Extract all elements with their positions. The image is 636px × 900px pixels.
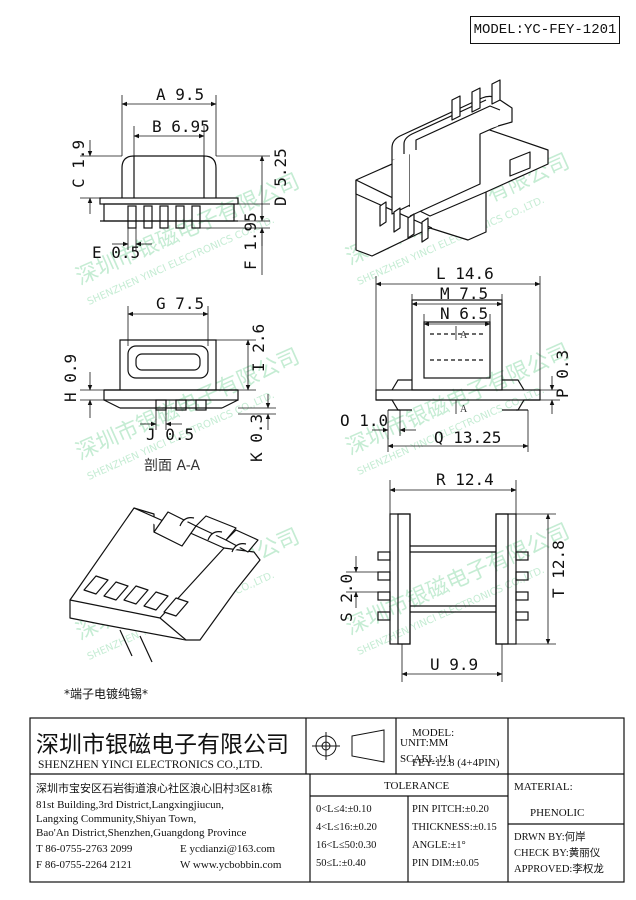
drawn-by: DRWN BY:何岸 bbox=[514, 830, 586, 843]
dimension-j-label: J 0.5 bbox=[146, 425, 194, 444]
model-value: FEY-12.8 (4+4PIN) bbox=[412, 757, 500, 769]
approved-by: APPROVED:李权龙 bbox=[514, 862, 604, 875]
isometric-view-top bbox=[355, 79, 549, 257]
address-en-line3: Bao'An District,Shenzhen,Guangdong Provi… bbox=[36, 827, 246, 839]
tolerance-row-1-right: PIN PITCH:±0.20 bbox=[412, 804, 489, 815]
fax-number: F 86-0755-2264 2121 bbox=[36, 859, 132, 871]
front-view bbox=[99, 155, 239, 229]
tolerance-label: TOLERANCE bbox=[384, 780, 449, 792]
unit-label: UNIT:MM bbox=[400, 737, 449, 749]
dimension-g-label: G 7.5 bbox=[156, 294, 204, 313]
dimension-d-label: D 5.25 bbox=[271, 148, 290, 206]
dimension-c-label: C 1.9 bbox=[69, 140, 88, 188]
model-label: MODEL: bbox=[412, 727, 454, 739]
projection-symbol-icon bbox=[312, 729, 385, 763]
bottom-view-dimensions bbox=[346, 480, 556, 682]
dimension-t-label: T 12.8 bbox=[549, 540, 568, 598]
watermark-cn: 深圳市银磁电子有限公司 bbox=[72, 344, 303, 465]
address-en-line1: 81st Building,3rd District,Langxingjiucu… bbox=[36, 799, 224, 811]
section-marker-bottom: A bbox=[460, 404, 468, 415]
address-en-line2: Langxing Community,Shiyan Town, bbox=[36, 813, 197, 825]
dimension-s-label: S 2.0 bbox=[337, 574, 356, 622]
dimension-m-label: M 7.5 bbox=[440, 284, 488, 303]
dimension-u-label: U 9.9 bbox=[430, 655, 478, 674]
section-view bbox=[103, 339, 239, 411]
dimension-k-label: K 0.3 bbox=[247, 414, 266, 462]
dimension-b-label: B 6.95 bbox=[152, 117, 210, 136]
company-name-en: SHENZHEN YINCI ELECTRONICS CO.,LTD. bbox=[38, 759, 263, 771]
front-view-dimensions bbox=[80, 95, 270, 275]
isometric-view-bottom bbox=[69, 507, 261, 663]
dimension-e-label: E 0.5 bbox=[92, 243, 140, 262]
phone-number: T 86-0755-2763 2099 bbox=[36, 843, 133, 855]
tolerance-row-3-right: ANGLE:±1° bbox=[412, 840, 466, 851]
material-label: MATERIAL: bbox=[514, 781, 573, 793]
model-number-box: MODEL:YC-FEY-1201 bbox=[470, 16, 620, 44]
dimension-i-label: I 2.6 bbox=[249, 324, 268, 372]
dimension-r-label: R 12.4 bbox=[436, 470, 494, 489]
plating-note: *端子电镀纯锡* bbox=[64, 686, 148, 701]
side-view bbox=[375, 299, 541, 411]
dimension-q-label: Q 13.25 bbox=[434, 428, 501, 447]
tolerance-row-2-left: 4<L≤16:±0.20 bbox=[316, 822, 377, 833]
bottom-view bbox=[377, 513, 529, 645]
watermark-cn: 深圳市银磁电子有限公司 bbox=[342, 519, 573, 640]
dimension-n-label: N 6.5 bbox=[440, 304, 488, 323]
side-view-dimensions bbox=[372, 276, 560, 452]
dimension-f-label: F 1.95 bbox=[241, 212, 260, 270]
dimension-l-label: L 14.6 bbox=[436, 264, 494, 283]
watermark-cn: 深圳市银磁电子有限公司 bbox=[72, 169, 303, 290]
address-cn: 深圳市宝安区石岩街道浪心社区浪心旧村3区81栋 bbox=[36, 781, 273, 795]
tolerance-row-4-left: 50≤L:±0.40 bbox=[316, 858, 366, 869]
section-marker-top: A bbox=[460, 330, 468, 341]
tolerance-row-4-right: PIN DIM:±0.05 bbox=[412, 858, 479, 869]
tolerance-row-1-left: 0<L≤4:±0.10 bbox=[316, 804, 372, 815]
dimension-h-label: H 0.9 bbox=[61, 354, 80, 402]
website-url: W www.ycbobbin.com bbox=[180, 859, 282, 871]
tolerance-row-2-right: THICKNESS:±0.15 bbox=[412, 822, 497, 833]
dimension-a-label: A 9.5 bbox=[156, 85, 204, 104]
dimension-p-label: P 0.3 bbox=[553, 350, 572, 398]
material-value: PHENOLIC bbox=[530, 807, 584, 819]
section-view-dimensions bbox=[80, 306, 276, 430]
email-address: E ycdianzi@163.com bbox=[180, 843, 275, 855]
section-label: 剖面 A-A bbox=[144, 458, 200, 474]
tolerance-row-3-left: 16<L≤50:0.30 bbox=[316, 840, 376, 851]
title-block-frame bbox=[29, 717, 625, 883]
company-name-cn: 深圳市银磁电子有限公司 bbox=[36, 732, 289, 757]
dimension-o-label: O 1.0 bbox=[340, 411, 388, 430]
scale-label: SCAEL:1/1 bbox=[400, 753, 452, 765]
checked-by: CHECK BY:黄丽仪 bbox=[514, 846, 601, 859]
